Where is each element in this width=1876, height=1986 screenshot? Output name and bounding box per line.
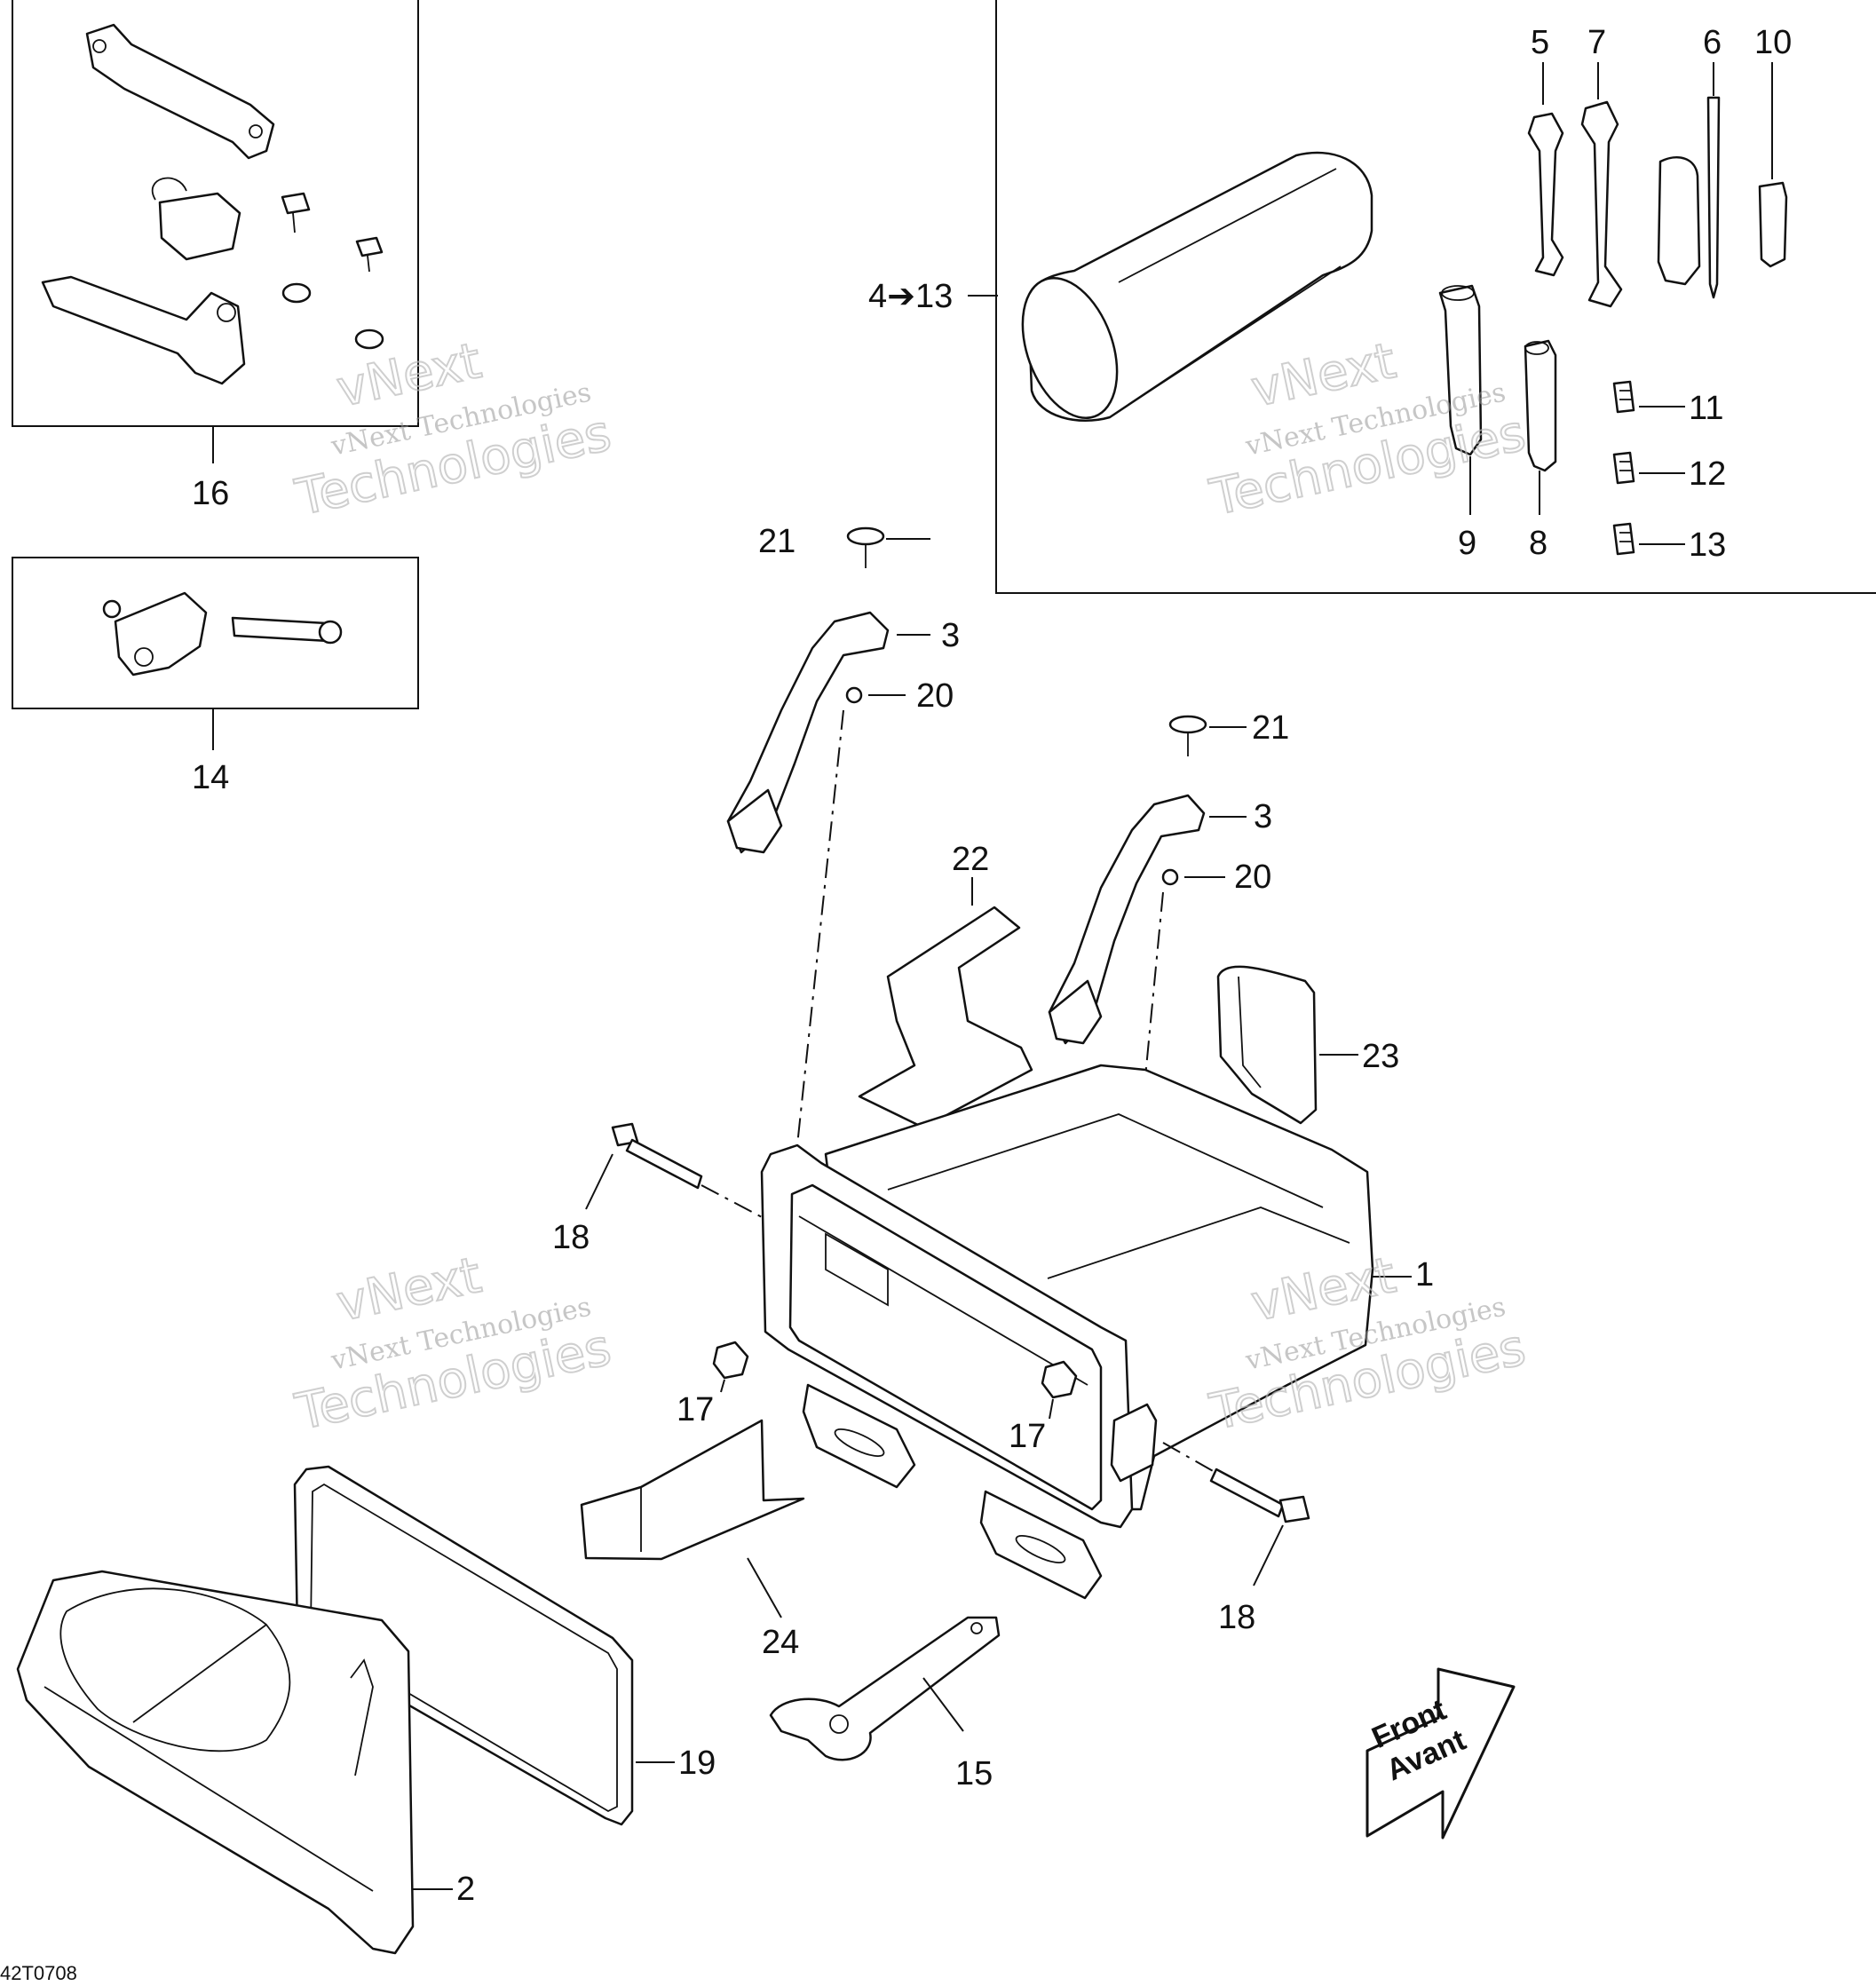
callout-21-left: 21 — [758, 523, 796, 560]
handle-left: 21 3 20 — [726, 523, 960, 1146]
detail-box-16: 16 — [12, 0, 419, 512]
part-23: 23 — [1216, 965, 1399, 1125]
callout-13: 13 — [1689, 526, 1726, 564]
detail-box-14: 14 — [12, 557, 419, 796]
callout-23: 23 — [1362, 1038, 1399, 1075]
callout-4-13: 4➔13 — [868, 278, 953, 315]
callout-16: 16 — [192, 475, 229, 512]
part-24: 24 — [580, 1419, 805, 1661]
callout-19: 19 — [678, 1745, 716, 1782]
callout-12: 12 — [1689, 455, 1726, 493]
part-1-storage-box: 1 — [760, 1064, 1434, 1600]
callout-6: 6 — [1703, 24, 1722, 61]
bolt-18-right: 18 — [1162, 1442, 1310, 1636]
callout-22: 22 — [952, 841, 989, 878]
callout-7: 7 — [1587, 24, 1606, 61]
callout-24: 24 — [762, 1624, 799, 1661]
callout-18-right: 18 — [1218, 1599, 1255, 1636]
callout-15: 15 — [955, 1755, 993, 1792]
callout-9: 9 — [1458, 525, 1476, 562]
callout-17-left: 17 — [677, 1391, 714, 1428]
callout-10: 10 — [1754, 24, 1792, 61]
callout-5: 5 — [1531, 24, 1549, 61]
callout-20-right: 20 — [1234, 858, 1271, 896]
callout-14: 14 — [192, 759, 229, 796]
diagram-code: 42T0708 — [0, 1962, 77, 1984]
part-22: 22 — [858, 841, 1033, 1129]
callout-18-left: 18 — [552, 1219, 590, 1256]
part-2-lid: 2 — [16, 1570, 475, 1955]
callout-20-left: 20 — [916, 677, 954, 715]
callout-8: 8 — [1529, 525, 1548, 562]
callout-1: 1 — [1415, 1256, 1434, 1294]
callout-3-left: 3 — [941, 617, 960, 654]
part-15-spanner: 15 — [769, 1616, 1001, 1792]
callout-3-right: 3 — [1254, 798, 1272, 835]
tool-kit-box: 4➔13 5 7 6 10 9 8 11 12 — [868, 0, 1876, 594]
handle-right: 21 3 20 — [1048, 709, 1289, 1337]
callout-2: 2 — [456, 1871, 475, 1908]
front-direction-arrow: Front Avant — [1365, 1667, 1516, 1840]
callout-11: 11 — [1689, 390, 1723, 427]
callout-17-right: 17 — [1009, 1418, 1046, 1455]
bolt-18-left: 18 — [552, 1122, 764, 1256]
watermark-1: vNext vNext Technologies Technologies — [289, 331, 616, 528]
callout-21-right: 21 — [1252, 709, 1289, 747]
nut-17-left: 17 — [677, 1341, 749, 1428]
nut-17-right: 17 — [1009, 1360, 1078, 1455]
